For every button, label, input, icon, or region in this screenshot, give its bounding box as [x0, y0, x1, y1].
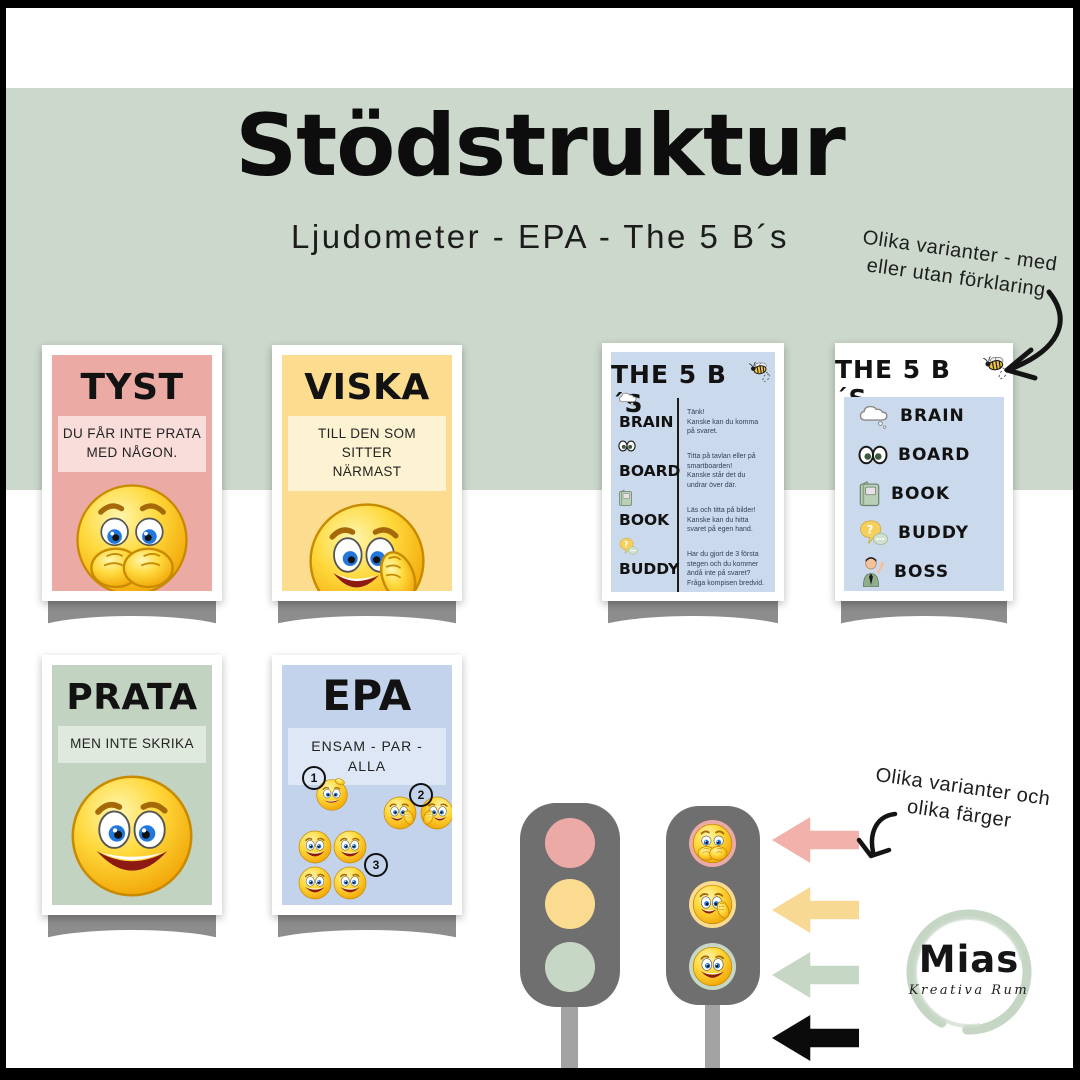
- five-bs-explanation: Läs och titta på bilder! Kanske kan du h…: [687, 506, 756, 534]
- smile-emoji: [298, 866, 332, 900]
- card-tyst: TYST DU FÅR INTE PRATA MED NÅGON.: [42, 345, 222, 601]
- five-bs-row: BRAIN: [619, 398, 681, 447]
- traffic-light-plain: [520, 803, 620, 1007]
- curved-arrow-icon: [856, 811, 898, 859]
- card-prata-panel: PRATA MEN INTE SKRIKA: [52, 665, 212, 905]
- traffic-light-red: [689, 820, 736, 867]
- traffic-light-pole: [561, 1006, 578, 1068]
- card-viska-panel: VISKA TILL DEN SOM SITTER NÄRMAST: [282, 355, 452, 591]
- curved-arrow-icon: [1004, 289, 1063, 381]
- book-icon: [618, 489, 633, 507]
- traffic-light-pole: [705, 1004, 720, 1068]
- five-bs-explanation: Har du gjort de 3 första stegen och du k…: [687, 550, 765, 588]
- five-bs-list: BRAIN BOARD BOOK BUDDY: [619, 398, 769, 592]
- eyes-icon: [858, 445, 888, 465]
- smile-emoji: [692, 946, 733, 987]
- five-bs-row: BOSS: [844, 552, 1004, 591]
- step-number-1: 1: [302, 766, 326, 790]
- five-bs-word: BOOK: [619, 511, 670, 530]
- page-title: Stödstruktur: [235, 96, 846, 196]
- traffic-light-yellow: [689, 881, 736, 928]
- five-bs-row: BOARD: [844, 436, 1004, 475]
- card-five-bs-detailed-panel: THE 5 B´S BRAIN BOARD BOOK: [611, 352, 775, 592]
- five-bs-word: BRAIN: [900, 406, 965, 427]
- card-viska-caption: TILL DEN SOM SITTER NÄRMAST: [288, 416, 446, 491]
- traffic-light-green: [545, 942, 595, 992]
- traffic-light-green: [689, 943, 736, 990]
- black-arrow-icon: [772, 1015, 859, 1061]
- five-bs-simple-list: BRAIN BOARD BOOK BUDDY BOSS: [844, 397, 1004, 591]
- smile-emoji: [69, 773, 195, 899]
- smile-emoji: [333, 830, 367, 864]
- logo-name: Mias: [918, 938, 1020, 981]
- question-bubble-icon: [618, 538, 638, 555]
- silent-emoji: [692, 823, 733, 864]
- green-arrow-icon: [772, 952, 859, 998]
- five-bs-row: BOARD: [619, 447, 681, 496]
- five-bs-row: BOOK: [844, 475, 1004, 514]
- traffic-light-emoji: [666, 806, 760, 1005]
- divider: [677, 398, 679, 592]
- page-curl-shadow: [48, 601, 216, 629]
- five-bs-row: BUDDY: [844, 513, 1004, 552]
- brand-logo: Mias Kreativa Rum: [900, 902, 1038, 1042]
- card-epa-title: EPA: [322, 671, 412, 720]
- five-bs-row: BOOK: [619, 496, 681, 545]
- five-bs-word: BRAIN: [619, 413, 674, 432]
- whisper-emoji: [307, 501, 427, 591]
- card-viska-title: VISKA: [304, 367, 430, 408]
- whisper-emoji: [692, 884, 733, 925]
- card-tyst-title: TYST: [80, 367, 184, 408]
- eyes-icon: [618, 440, 636, 452]
- card-viska: VISKA TILL DEN SOM SITTER NÄRMAST: [272, 345, 462, 601]
- card-prata: PRATA MEN INTE SKRIKA: [42, 655, 222, 915]
- five-bs-word: BOSS: [894, 561, 950, 582]
- smile-emoji: [298, 830, 332, 864]
- card-tyst-panel: TYST DU FÅR INTE PRATA MED NÅGON.: [52, 355, 212, 591]
- question-bubble-icon: [858, 520, 888, 546]
- card-five-bs-simple: THE 5 B´S BRAIN BOARD BOOK BUDDY BO: [835, 343, 1013, 601]
- five-bs-row: BUDDY: [619, 545, 681, 592]
- step-number-3: 3: [364, 853, 388, 877]
- five-bs-word: BUDDY: [619, 560, 680, 579]
- thought-cloud-icon: [618, 391, 638, 408]
- page-curl-shadow: [278, 601, 456, 629]
- logo-tagline: Kreativa Rum: [908, 983, 1030, 998]
- yellow-arrow-icon: [772, 887, 859, 933]
- five-bs-explanation: Titta på tavlan eller på smartboarden! K…: [687, 452, 756, 490]
- smile-emoji: [333, 866, 367, 900]
- card-prata-caption: MEN INTE SKRIKA: [57, 726, 207, 763]
- brush-circle-icon: [906, 909, 1032, 1035]
- five-bs-row: BRAIN: [844, 397, 1004, 436]
- page-subtitle: Ljudometer - EPA - The 5 B´s: [291, 218, 789, 255]
- thought-cloud-icon: [858, 403, 890, 430]
- five-bs-word: BOARD: [619, 462, 681, 481]
- card-epa: EPA ENSAM - PAR - ALLA 1 2 3: [272, 655, 462, 915]
- book-icon: [858, 480, 881, 508]
- bee-icon: [748, 360, 775, 387]
- card-epa-panel: EPA ENSAM - PAR - ALLA 1 2 3: [282, 665, 452, 905]
- teacher-icon: [858, 556, 884, 588]
- step-number-2: 2: [409, 783, 433, 807]
- five-bs-word: BUDDY: [898, 522, 970, 543]
- card-tyst-caption: DU FÅR INTE PRATA MED NÅGON.: [57, 416, 207, 472]
- page-curl-shadow: [48, 915, 216, 943]
- five-bs-word: BOARD: [898, 445, 971, 466]
- traffic-light-red: [545, 818, 595, 868]
- five-bs-explanation: Tänk! Kanske kan du komma på svaret.: [687, 408, 759, 436]
- five-bs-word: BOOK: [891, 483, 951, 504]
- traffic-light-yellow: [545, 879, 595, 929]
- silent-emoji: [74, 482, 190, 591]
- card-five-bs-detailed: THE 5 B´S BRAIN BOARD BOOK: [602, 343, 784, 601]
- page-curl-shadow: [841, 601, 1007, 629]
- card-prata-title: PRATA: [66, 677, 198, 718]
- page-curl-shadow: [278, 915, 456, 943]
- page-curl-shadow: [608, 601, 778, 629]
